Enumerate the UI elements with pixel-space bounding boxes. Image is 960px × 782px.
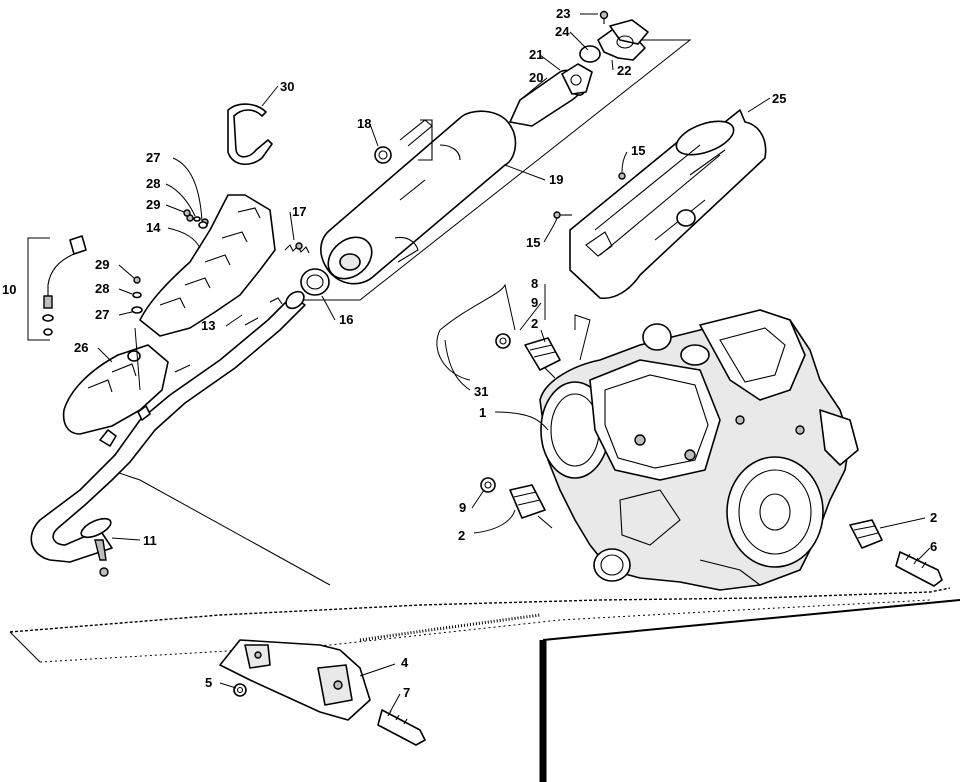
callout-13: 13 — [201, 318, 215, 333]
screw-23 — [599, 10, 609, 24]
callout-11: 11 — [143, 533, 157, 548]
bolt-7 — [377, 709, 426, 746]
callout-27: 27 — [95, 307, 109, 322]
callout-26: 26 — [74, 340, 88, 355]
washer-28-b — [132, 291, 142, 299]
screw-15-upper — [618, 172, 626, 180]
callout-7: 7 — [403, 685, 410, 700]
spring-17 — [284, 242, 310, 254]
callout-28: 28 — [95, 281, 109, 296]
muffler — [320, 110, 517, 285]
callout-9: 9 — [459, 500, 466, 515]
callout-31: 31 — [474, 384, 488, 399]
callout-1: 1 — [479, 405, 486, 420]
leader-lines — [97, 13, 931, 713]
callout-10: 10 — [2, 282, 16, 297]
mount-bushing-2-upper — [524, 337, 561, 379]
washer-28-a — [193, 216, 201, 222]
callout-labels: 1 2 2 2 4 5 6 7 8 9 9 10 11 13 14 15 15 … — [2, 6, 937, 700]
callout-8: 8 — [531, 276, 538, 291]
muffler-heat-shield — [569, 109, 767, 300]
mount-bushing-2-right — [849, 519, 883, 549]
nut-5 — [233, 683, 247, 697]
engine-assembly — [539, 309, 859, 591]
gasket-ring-16 — [300, 268, 330, 296]
ground-plane — [9, 587, 960, 782]
flange-11 — [80, 517, 112, 577]
callout-2: 2 — [458, 528, 465, 543]
washer-27-a — [198, 221, 208, 229]
callout-17: 17 — [292, 204, 306, 219]
nut-9-lower — [480, 477, 496, 493]
center-heat-shield — [62, 344, 169, 447]
callout-19: 19 — [549, 172, 563, 187]
nut-18 — [374, 119, 433, 164]
callout-29: 29 — [95, 257, 109, 272]
callout-25: 25 — [772, 91, 786, 106]
header-pipe — [30, 290, 306, 563]
screw-15-lower — [553, 211, 572, 219]
callout-23: 23 — [556, 6, 570, 21]
callout-29: 29 — [146, 197, 160, 212]
gasket-21 — [561, 63, 593, 95]
bolt-6 — [895, 551, 943, 587]
tail-pipe — [579, 19, 649, 63]
callout-9: 9 — [531, 295, 538, 310]
callout-6: 6 — [930, 539, 937, 554]
screw-29-b — [133, 276, 141, 284]
callout-20: 20 — [529, 70, 543, 85]
nut-9-upper — [495, 333, 511, 349]
callout-27: 27 — [146, 150, 160, 165]
callout-30: 30 — [280, 79, 294, 94]
screw-29-a — [183, 209, 191, 217]
reference-outlines — [109, 39, 692, 586]
o2-sensor — [27, 235, 87, 341]
callout-15: 15 — [631, 143, 645, 158]
callout-5: 5 — [205, 675, 212, 690]
callout-14: 14 — [146, 220, 161, 235]
mount-bushing-2-lower — [509, 484, 553, 529]
callout-2: 2 — [531, 316, 538, 331]
callout-28: 28 — [146, 176, 160, 191]
washer-27-b — [131, 306, 143, 314]
callout-4: 4 — [401, 655, 409, 670]
callout-18: 18 — [357, 116, 371, 131]
callout-22: 22 — [617, 63, 631, 78]
callout-2: 2 — [930, 510, 937, 525]
header-heat-shield — [139, 194, 276, 337]
callout-16: 16 — [339, 312, 353, 327]
callout-15: 15 — [526, 235, 540, 250]
callout-24: 24 — [555, 24, 570, 39]
callout-21: 21 — [529, 47, 543, 62]
mount-bracket — [219, 639, 371, 721]
clamp-30 — [227, 103, 273, 165]
